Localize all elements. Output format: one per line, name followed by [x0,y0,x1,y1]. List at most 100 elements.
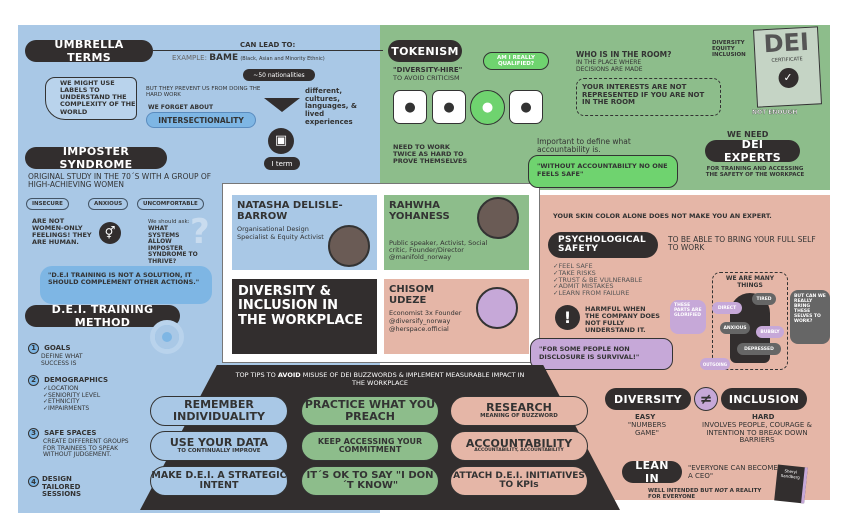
who-room: WHO IS IN THE ROOM? [576,50,672,59]
decisions-place: IN THE PLACE WHERE DECISIONS ARE MADE [576,59,643,73]
trait-anxious: ANXIOUS [720,322,750,334]
tag-text: WE MIGHT USE LABELS TO UNDERSTAND THE CO… [60,79,136,116]
highlighted-person-icon: ● [470,90,505,125]
training-method-heading: D.E.I. TRAINING METHOD [25,303,180,329]
speaker-bio: Economist 3x Founder @diversify_norway @… [389,309,462,333]
intersectionality-badge: INTERSECTIONALITY [146,112,256,128]
tip-sub: ACCOUNTABILITY, ACCOUNTABILITY [474,448,564,454]
speaker-photo-chisom [476,287,518,329]
speaker-name: CHISOM UDEZE [389,284,435,306]
question-mark-icon: ? [190,212,210,252]
hard-label: HARD [752,413,775,421]
trait-bubbly: BUBBLY [756,326,784,338]
trait-depressed: DEPRESSED [737,343,781,355]
speaker-name: NATASHA DELISLE-BARROW [237,200,343,222]
different-text: different, cultures, languages, & lived … [305,87,357,126]
step-number: 1 [28,342,39,354]
tip-practice: PRACTICE WHAT YOU PREACH [301,396,439,426]
tip-title: RESEARCH [486,401,552,415]
person-icon: ● [509,90,543,124]
non-disclosure-quote: "FOR SOME PEOPLE NON DISCLOSURE IS SURVI… [530,338,673,370]
main-title-card: DIVERSITY & INCLUSION IN THE WORKPLACE [232,279,377,354]
not-enough: NOT ENOUGH [752,109,798,116]
step-number: 4 [28,476,39,487]
not-women-only-text: ARE NOT WOMEN-ONLY FEELINGS! THEY ARE HU… [32,217,92,247]
trait-direct: DIRECT [712,302,742,314]
not-equal-icon: ≠ [694,387,718,411]
non-disclosure-quote-text: "FOR SOME PEOPLE NON DISCLOSURE IS SURVI… [539,345,640,361]
tip-attach-kpis: ATTACH D.E.I. INITIATIVES TO KPIs [450,466,588,496]
involves-text: INVOLVES PEOPLE, COURAGE & INTENTION TO … [702,421,812,445]
we-need: WE NEED [727,130,769,139]
forget-text: WE FORGET ABOUT [148,104,214,111]
check-item: ✓TRUST & BE VULNERABLE [553,275,643,284]
diversity-hire: "DIVERSITY-HIRE" [393,66,463,74]
tip-remember-individuality: REMEMBER INDIVIDUALITY [150,396,288,426]
trait-tired: TIRED [752,293,776,305]
person-icon: ● [432,90,466,124]
one-term-badge: I term [264,157,300,170]
example-prefix: EXAMPLE: [172,54,207,62]
note-not: NOT [714,488,728,494]
nationalities-badge: ~50 nationalities [243,69,315,81]
person-icon: ● [393,90,427,124]
tip-sub: TO CONTINUALLY IMPROVE [177,447,261,454]
warning-icon: ! [555,305,580,330]
tip-title: PRACTICE WHAT YOU PREACH [304,398,436,423]
check-item: ✓TAKE RISKS [553,268,596,277]
speaker-photo-rahwha [477,197,519,239]
step-desc: CREATE DIFFERENT GROUPS FOR TRAINEES TO … [43,438,129,459]
dei-certificate: DEI CERTIFICATE ✓ [753,26,822,108]
psych-safety-heading: PSYCHOLOGICAL SAFETY [548,232,658,258]
glorified-bubble: THESE PARTS ARE GLORIFIED [670,300,706,334]
numbers-game: "NUMBERS GAME" [627,421,667,437]
diversity-badge: DIVERSITY [605,388,691,410]
gender-icon: ⚥ [99,222,121,244]
training-step-3: 3 SAFE SPACES CREATE DIFFERENT GROUPS FO… [28,420,148,459]
interests-box: YOUR INTERESTS ARE NOT REPRESENTED IF YO… [576,78,721,116]
step-desc: DEFINE WHAT SUCCESS IS [41,353,83,367]
speaker-photo-natasha [328,225,370,267]
many-things: WE ARE MANY THINGS [725,275,775,289]
qualified-bubble: AM I REALLY QUALIFIED? [483,52,549,70]
accountability-quote: "WITHOUT ACCOUNTABILTY NO ONE FEELS SAFE… [528,155,678,188]
note-pre: WELL INTENDED BUT [648,488,713,494]
prevent-text: BUT THEY PREVENT US FROM DOING THE HARD … [146,86,261,99]
experts-desc: FOR TRAINING AND ACCESSING THE SAFETY OF… [705,166,805,179]
step-title: DESIGN TAILORED SESSIONS [42,475,82,499]
dei-training-quote: "D.E.I TRAINING IS NOT A SOLUTION, IT SH… [40,266,212,304]
inclusion-badge: INCLUSION [721,388,807,410]
lean-in-quote: "EVERYONE CAN BECOME A CEO" [688,464,778,480]
dei-experts-heading: DEI EXPERTS [705,138,800,164]
step-number: 3 [28,427,39,439]
question-bubble: BUT CAN WE REALLY BRING THESE SELVES TO … [790,290,830,344]
target-icon [150,320,184,354]
check-icon: ✓ [777,67,799,89]
dei-labels: DIVERSITY EQUITY INCLUSION [712,40,746,59]
speaker-bio: Public speaker, Activist, Social critic,… [389,239,488,261]
training-step-1: 1 GOALS DEFINE WHAT SUCCESS IS [28,335,138,367]
check-item: ✓ADMIT MISTAKES [553,282,614,291]
psych-safety-desc: TO BE ABLE TO BRING YOUR FULL SELF TO WO… [668,235,816,253]
tip-title: REMEMBER INDIVIDUALITY [173,398,265,423]
main-title: DIVERSITY & INCLUSION IN THE WORKPLACE [238,284,363,328]
ask-intro: We should ask: [148,219,190,225]
lean-in-book: Sheryl Sandberg [774,464,808,504]
harmful-text: HARMFUL WHEN THE COMPANY DOES NOT FULLY … [585,305,660,335]
step-title: DEMOGRAPHICS [44,376,109,384]
label-tag [45,77,137,120]
example-expansion: (Black, Asian and Minority Ethnic) [240,56,325,62]
tokenism-heading: TOKENISM [388,40,462,62]
easy-label: EASY [635,413,656,421]
skin-color-text: YOUR SKIN COLOR ALONE DOES NOT MAKE YOU … [553,212,772,220]
tip-title: ATTACH D.E.I. INITIATIVES TO KPIs [453,470,585,490]
speaker-bio: Organisational Design Specialist & Equit… [237,225,324,241]
lean-in-note: WELL INTENDED BUT NOT A REALITY FOR EVER… [648,488,768,500]
tip-title: ACCOUNTABILITY [465,436,573,450]
tips-heading: TOP TIPS TO AVOID MISUSE OF DEI BUZZWORD… [230,371,530,388]
can-lead-to: CAN LEAD TO: [240,41,296,49]
step-number: 2 [28,374,39,386]
